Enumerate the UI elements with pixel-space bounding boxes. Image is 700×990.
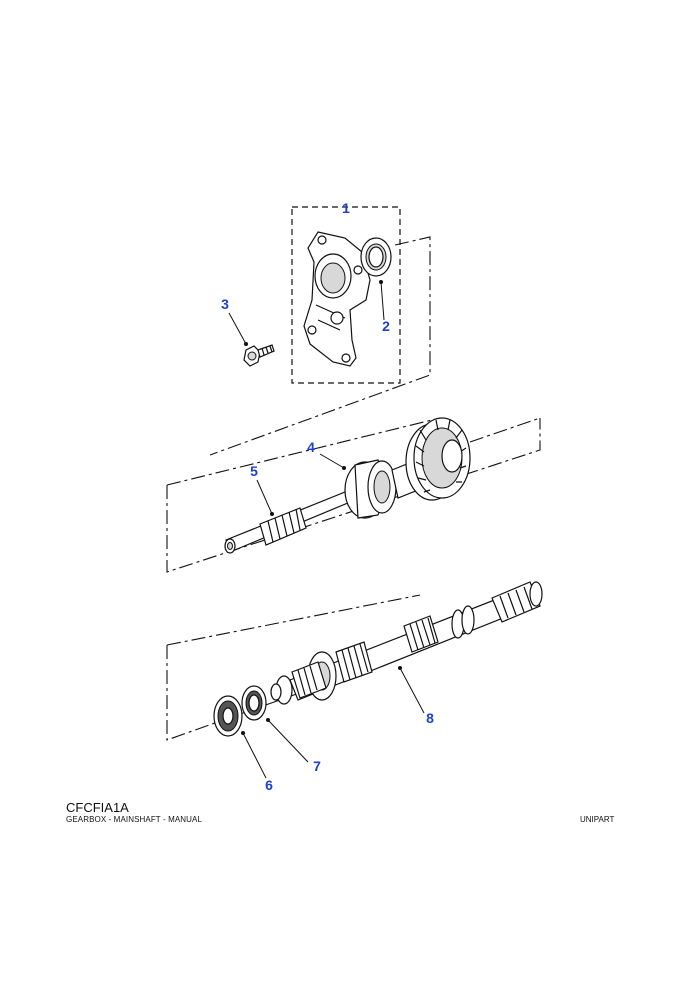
bolt: [243, 344, 275, 367]
illustration-description: GEARBOX - MAINSHAFT - MANUAL: [66, 815, 203, 824]
rear-bearing: [213, 695, 243, 737]
mainshaft: [270, 581, 543, 705]
dash-leader-group1: [209, 236, 431, 456]
brand-label: UNIPART: [580, 815, 615, 824]
callout-3: 3: [221, 296, 229, 312]
input-gear: [391, 417, 471, 501]
mainshaft-group: [166, 581, 543, 741]
callout-6: 6: [265, 777, 273, 793]
spacer-ring: [241, 685, 267, 721]
callout-8: 8: [426, 710, 434, 726]
leader-lines: [228, 280, 425, 779]
callout-5: 5: [250, 463, 258, 479]
callout-7: 7: [313, 758, 321, 774]
callout-2: 2: [382, 318, 390, 334]
illustration-code: CFCFIA1A: [66, 800, 129, 815]
input-shaft-group: [166, 417, 541, 573]
input-shaft: [224, 489, 356, 554]
dash-box-group3: [166, 594, 421, 741]
callout-4: 4: [307, 439, 315, 455]
cover-plate-group: [209, 206, 431, 456]
input-bearing: [344, 459, 397, 519]
callout-1: 1: [342, 200, 350, 216]
cover-plate: [303, 231, 371, 367]
dashed-group-box: [291, 206, 401, 384]
dash-box-group2b: [166, 417, 541, 486]
seal-ring: [360, 237, 392, 277]
